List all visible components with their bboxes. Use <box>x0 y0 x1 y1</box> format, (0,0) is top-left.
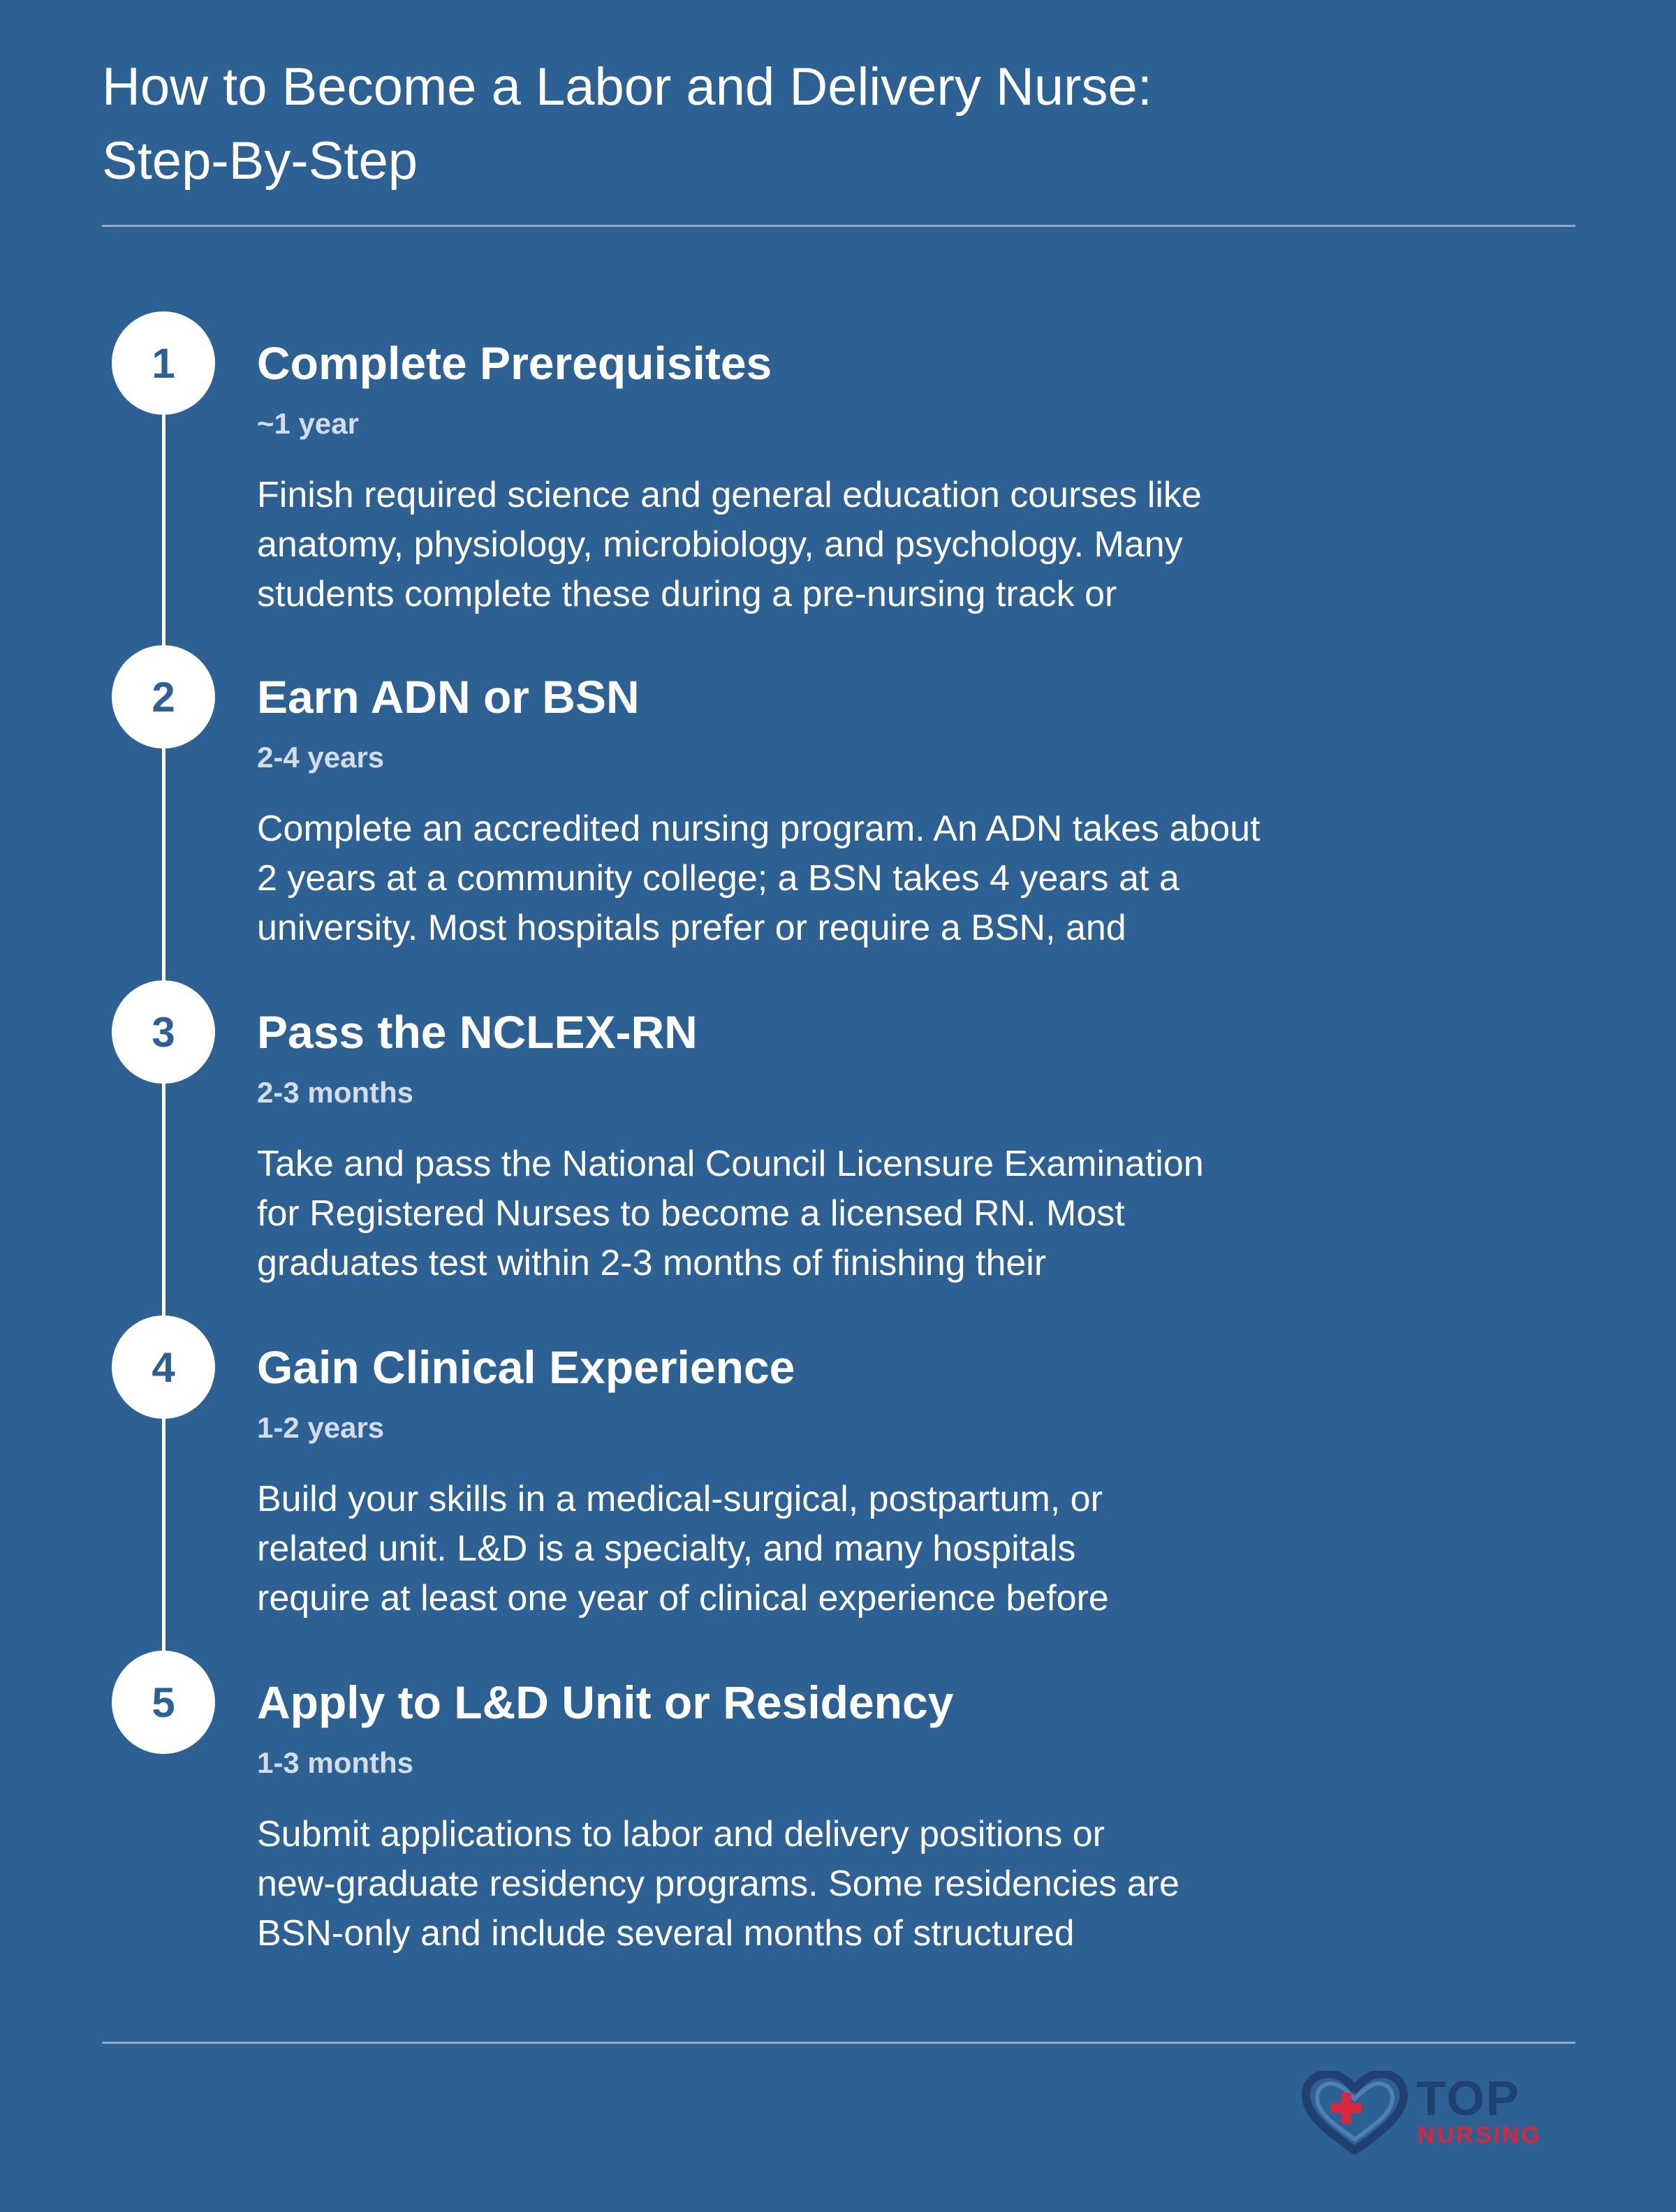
step-description: Build your skills in a medical-surgical,… <box>257 1475 1402 1623</box>
step-description: Submit applications to labor and deliver… <box>257 1810 1402 1959</box>
title-line-1: How to Become a Labor and Delivery Nurse… <box>102 57 1152 117</box>
heart-cross-icon <box>1302 2071 1408 2155</box>
step-description-line: for Registered Nurses to become a licens… <box>257 1193 1125 1234</box>
step-description-line: related unit. L&D is a specialty, and ma… <box>257 1528 1076 1569</box>
step-number-badge: 5 <box>112 1651 215 1754</box>
step-description-line: university. Most hospitals prefer or req… <box>257 908 1126 948</box>
top-divider <box>102 225 1575 227</box>
step-title: Gain Clinical Experience <box>257 1341 795 1393</box>
title-line-2: Step-By-Step <box>102 131 418 191</box>
top-nursing-logo: TOP NURSING <box>1300 2071 1580 2155</box>
step-duration: ~1 year <box>257 407 359 440</box>
step-description: Finish required science and general educ… <box>257 471 1402 619</box>
step-duration: 2-4 years <box>257 741 385 774</box>
step-description-line: Build your skills in a medical-surgical,… <box>257 1479 1103 1519</box>
step-title: Complete Prerequisites <box>257 337 772 389</box>
step-description-line: students complete these during a pre-nur… <box>257 574 1117 614</box>
step-description-line: BSN-only and include several months of s… <box>257 1913 1075 1954</box>
step-description-line: Take and pass the National Council Licen… <box>257 1144 1204 1184</box>
step-duration: 1-3 months <box>257 1746 414 1779</box>
step-number-badge: 1 <box>112 311 215 415</box>
page-title: How to Become a Labor and Delivery Nurse… <box>102 50 1499 198</box>
step-description-line: Finish required science and general educ… <box>257 475 1202 515</box>
step-number-badge: 3 <box>112 980 215 1084</box>
step-duration: 2-3 months <box>257 1076 414 1109</box>
step-description-line: Submit applications to labor and deliver… <box>257 1814 1105 1855</box>
step-number-badge: 2 <box>112 645 215 749</box>
step-description: Complete an accredited nursing program. … <box>257 804 1402 953</box>
step-description-line: Complete an accredited nursing program. … <box>257 809 1260 849</box>
step-description-line: anatomy, physiology, microbiology, and p… <box>257 524 1183 565</box>
step-duration: 1-2 years <box>257 1411 385 1444</box>
step-title: Pass the NCLEX-RN <box>257 1006 698 1058</box>
step-description: Take and pass the National Council Licen… <box>257 1140 1402 1288</box>
step-description-line: 2 years at a community college; a BSN ta… <box>257 858 1179 899</box>
bottom-divider <box>102 2042 1575 2044</box>
step-number-badge: 4 <box>112 1315 215 1419</box>
step-description-line: require at least one year of clinical ex… <box>257 1578 1109 1619</box>
logo-word-nursing: NURSING <box>1418 2122 1542 2148</box>
step-description-line: new-graduate residency programs. Some re… <box>257 1864 1179 1904</box>
logo-word-top: TOP <box>1416 2071 1520 2125</box>
step-description-line: graduates test within 2-3 months of fini… <box>257 1243 1047 1283</box>
step-title: Apply to L&D Unit or Residency <box>257 1676 954 1728</box>
step-title: Earn ADN or BSN <box>257 671 640 723</box>
